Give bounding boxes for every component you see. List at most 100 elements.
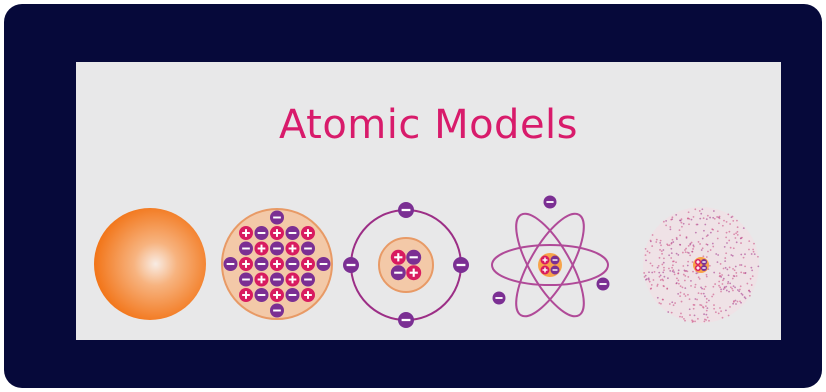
- cloud-dot: [712, 285, 715, 288]
- cloud-dot: [734, 265, 737, 268]
- cloud-dot: [687, 244, 690, 247]
- cloud-dot: [659, 241, 662, 244]
- cloud-dot: [706, 307, 709, 310]
- cloud-dot: [697, 276, 700, 279]
- proton-icon: [301, 288, 315, 302]
- cloud-dot: [727, 213, 730, 216]
- cloud-dot: [732, 285, 735, 287]
- nucleus-icon: [693, 257, 709, 273]
- cloud-dot: [662, 271, 665, 274]
- electron-icon: [270, 241, 284, 256]
- nucleus-icon: [538, 253, 562, 277]
- cloud-dot: [680, 312, 682, 315]
- cloud-dot: [698, 210, 701, 212]
- cloud-dot: [726, 268, 729, 271]
- cloud-dot: [734, 237, 737, 239]
- cloud-dot: [660, 302, 662, 305]
- cloud-dot: [706, 316, 709, 319]
- cloud-dot: [725, 236, 728, 239]
- cloud-dot: [678, 229, 681, 232]
- cloud-dot: [670, 252, 673, 255]
- cloud-dot: [646, 278, 648, 280]
- atomic-models-row: [94, 195, 760, 328]
- cloud-dot: [701, 287, 704, 290]
- cloud-dot: [748, 289, 751, 292]
- electron-icon: [285, 288, 300, 302]
- cloud-dot: [703, 320, 706, 323]
- electron-icon: [254, 288, 269, 302]
- cloud-dot: [671, 266, 673, 269]
- cloud-dot: [668, 303, 671, 305]
- cloud-dot: [669, 228, 672, 231]
- cloud-dot: [700, 292, 703, 295]
- cloud-dot: [651, 245, 654, 247]
- cloud-dot: [677, 269, 680, 272]
- cloud-dot: [740, 292, 743, 295]
- cloud-dot: [701, 237, 704, 240]
- cloud-dot: [723, 219, 725, 222]
- cloud-dot: [692, 307, 695, 310]
- cloud-dot: [680, 218, 683, 221]
- cloud-dot: [675, 236, 678, 239]
- proton-icon: [270, 257, 284, 271]
- cloud-dot: [735, 303, 737, 305]
- cloud-dot: [699, 217, 702, 220]
- cloud-dot: [705, 297, 708, 300]
- cloud-dot: [672, 304, 675, 307]
- cloud-dot: [716, 237, 719, 240]
- cloud-dot: [659, 279, 662, 281]
- cloud-dot: [721, 224, 724, 227]
- cloud-dot: [675, 261, 677, 264]
- cloud-dot: [668, 244, 671, 247]
- cloud-dot: [663, 266, 665, 269]
- cloud-dot: [715, 253, 718, 255]
- electron-icon: [343, 257, 359, 273]
- cloud-dot: [709, 216, 711, 219]
- cloud-dot: [728, 230, 731, 233]
- cloud-dot: [686, 251, 689, 254]
- cloud-dot: [671, 270, 674, 273]
- proton-icon: [540, 265, 550, 275]
- cloud-dot: [697, 292, 700, 295]
- cloud-dot: [712, 216, 715, 219]
- cloud-dot: [659, 239, 662, 242]
- cloud-dot: [735, 275, 738, 277]
- cloud-dot: [658, 275, 661, 278]
- rutherford-bohr-orbit-icon: [343, 202, 469, 328]
- cloud-dot: [708, 264, 711, 267]
- cloud-dot: [750, 253, 753, 255]
- cloud-dot: [663, 257, 665, 260]
- cloud-dot: [736, 300, 739, 303]
- cloud-dot: [708, 319, 710, 322]
- cloud-dot: [739, 288, 741, 291]
- cloud-dot: [741, 293, 744, 296]
- proton-icon: [301, 257, 315, 271]
- cloud-dot: [690, 241, 693, 244]
- electron-icon: [596, 277, 610, 291]
- cloud-dot: [731, 287, 734, 290]
- cloud-dot: [722, 277, 725, 280]
- cloud-dot: [689, 254, 692, 257]
- cloud-dot: [726, 242, 728, 244]
- cloud-dot: [706, 234, 709, 237]
- cloud-dot: [689, 314, 691, 316]
- cloud-dot: [704, 305, 707, 308]
- cloud-dot: [656, 283, 659, 286]
- cloud-dot: [677, 293, 680, 295]
- proton-icon: [540, 255, 550, 265]
- cloud-dot: [732, 219, 735, 222]
- electron-icon: [285, 226, 300, 240]
- cloud-dot: [733, 269, 736, 272]
- cloud-dot: [709, 249, 712, 251]
- cloud-dot: [725, 220, 728, 223]
- cloud-dot: [670, 311, 673, 314]
- cloud-dot: [683, 279, 686, 282]
- cloud-dot: [671, 264, 674, 267]
- cloud-dot: [744, 253, 746, 256]
- cloud-dot: [684, 251, 687, 254]
- cloud-dot: [711, 295, 714, 298]
- cloud-dot: [700, 249, 703, 251]
- cloud-dot: [740, 264, 743, 266]
- cloud-dot: [677, 254, 680, 256]
- cloud-dot: [701, 208, 704, 211]
